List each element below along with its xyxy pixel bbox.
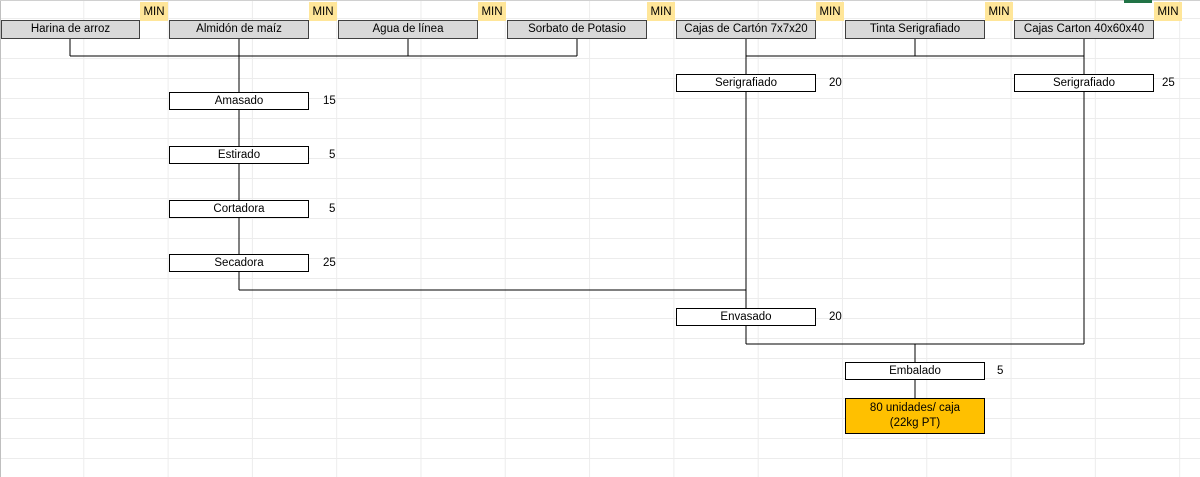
time-secadora: 25 xyxy=(323,257,336,269)
final-product-units: 80 unidades/ caja xyxy=(869,402,961,414)
step-envasado: Envasado xyxy=(676,308,816,326)
time-estirado: 5 xyxy=(329,149,336,161)
sheet-top-border xyxy=(0,0,1200,1)
input-sorbato: Sorbato de Potasio xyxy=(507,20,647,39)
min-label: MIN xyxy=(309,2,337,21)
time-serigrafiado-2: 25 xyxy=(1162,77,1175,89)
step-cortadora: Cortadora xyxy=(169,200,309,218)
min-label: MIN xyxy=(478,2,506,21)
input-cajas-40x60x40: Cajas Carton 40x60x40 xyxy=(1014,20,1154,39)
step-secadora: Secadora xyxy=(169,254,309,272)
input-almidon: Almidón de maíz xyxy=(169,20,309,39)
min-label: MIN xyxy=(140,2,168,21)
time-amasado: 15 xyxy=(323,95,336,107)
input-harina: Harina de arroz xyxy=(1,20,140,39)
time-envasado: 20 xyxy=(829,311,842,323)
step-embalado: Embalado xyxy=(845,362,985,380)
sheet-left-border xyxy=(0,0,1,477)
input-tinta: Tinta Serigrafiado xyxy=(845,20,985,39)
step-serigrafiado-1: Serigrafiado xyxy=(676,74,816,92)
time-embalado: 5 xyxy=(997,365,1004,377)
step-estirado: Estirado xyxy=(169,146,309,164)
step-amasado: Amasado xyxy=(169,92,309,110)
time-cortadora: 5 xyxy=(329,203,336,215)
step-serigrafiado-2: Serigrafiado xyxy=(1014,74,1154,92)
min-label: MIN xyxy=(985,2,1013,21)
min-label: MIN xyxy=(647,2,675,21)
time-serigrafiado-1: 20 xyxy=(829,77,842,89)
input-agua: Agua de línea xyxy=(338,20,478,39)
final-product: 80 unidades/ caja (22kg PT) xyxy=(845,398,985,434)
selected-cell-indicator xyxy=(1124,0,1152,3)
min-label: MIN xyxy=(1154,2,1182,21)
final-product-weight: (22kg PT) xyxy=(889,417,941,429)
input-cajas-7x7x20: Cajas de Cartón 7x7x20 xyxy=(676,20,816,39)
min-label: MIN xyxy=(816,2,844,21)
